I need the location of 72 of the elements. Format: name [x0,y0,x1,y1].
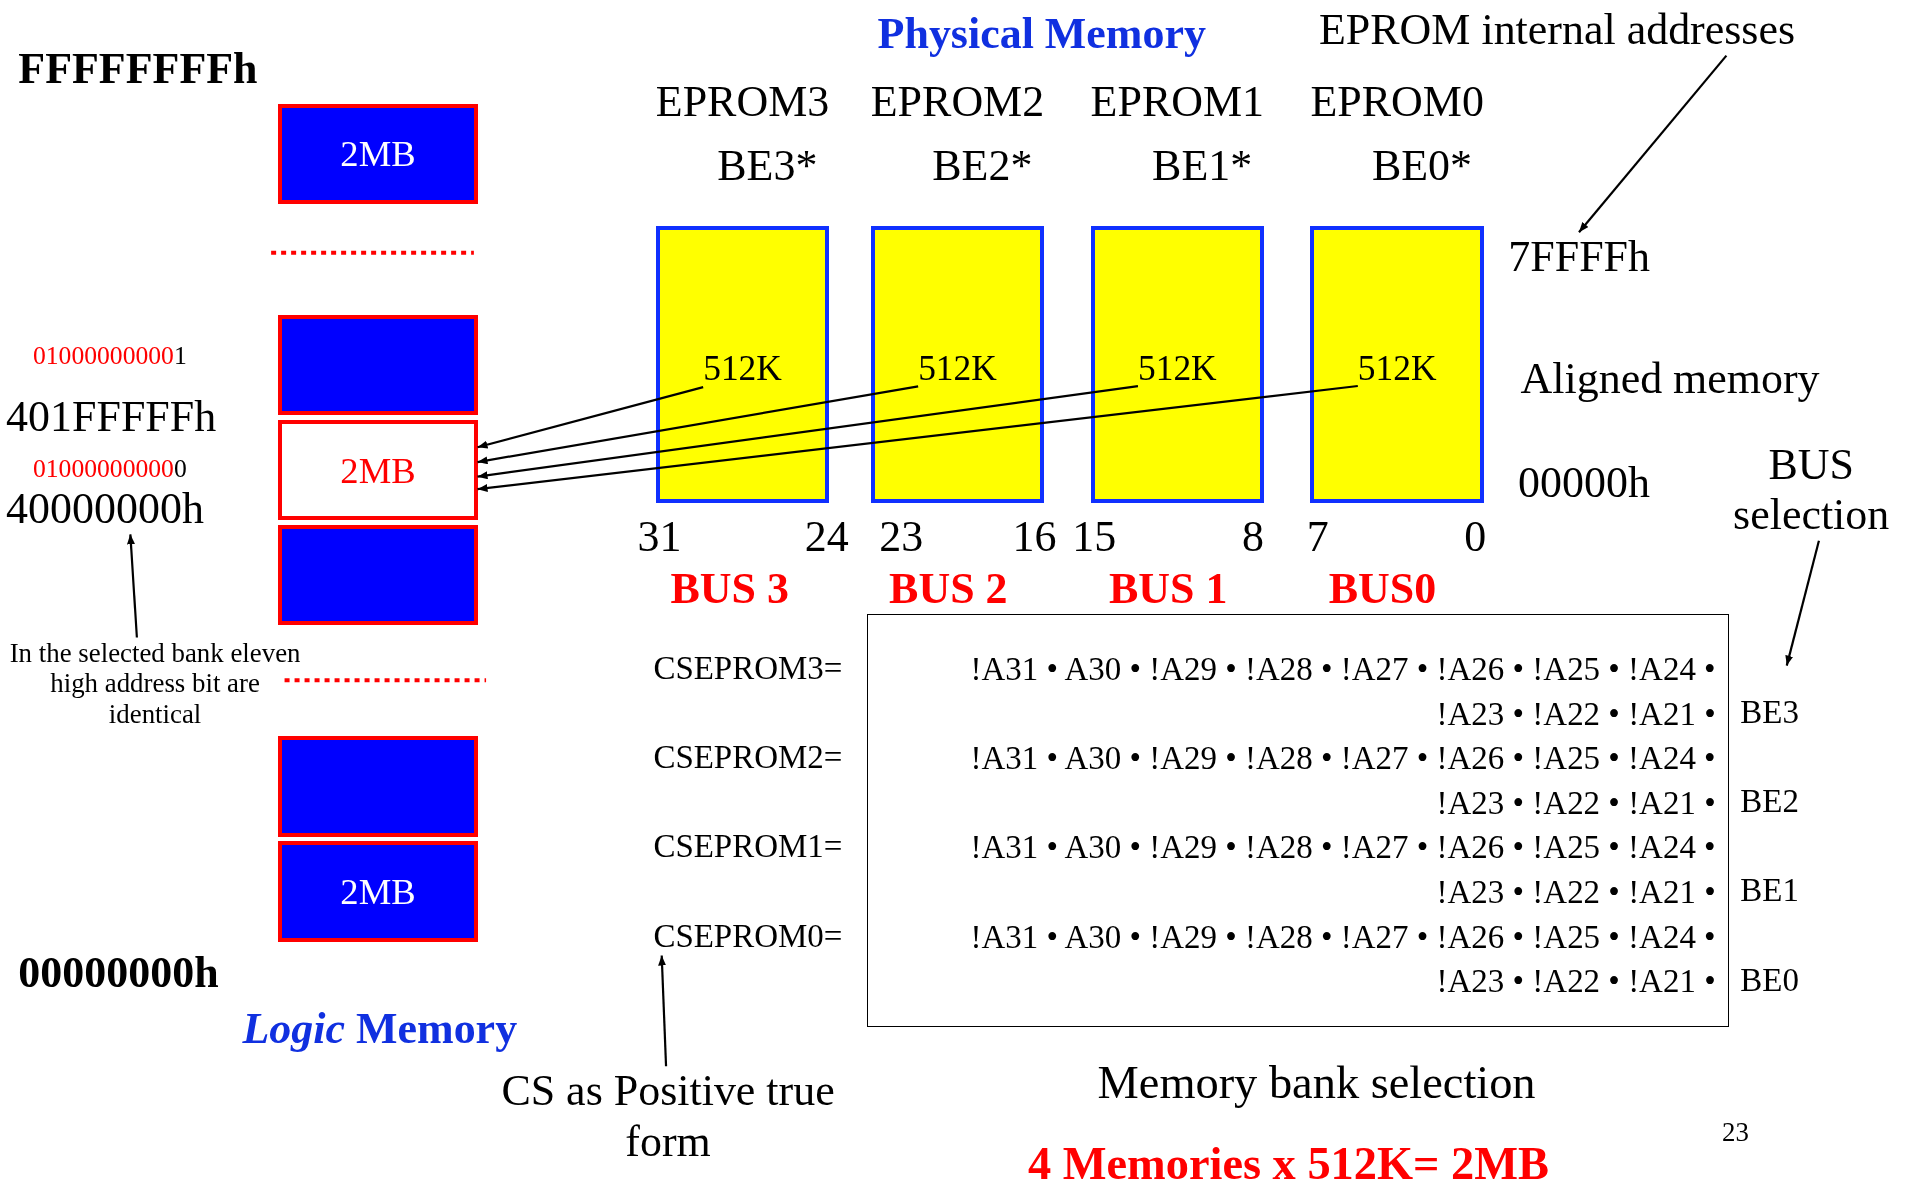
memory-bank-box [278,420,478,521]
byte-enable-label: BE0* [1371,140,1473,192]
size-label: 2MB [340,870,416,914]
arrow [1785,540,1820,666]
size-label: 512K [703,348,782,390]
address-label: 7FFFFh [1508,232,1651,283]
chip-name: EPROM2 [870,77,1045,128]
leader-line [477,385,1139,480]
memory-bank-box [278,736,478,837]
bit-number: 7 [1306,511,1329,563]
byte-enable-label: BE3 [1740,694,1799,732]
note-text: CS as Positive true form [472,1066,864,1168]
arrow [126,534,138,638]
chip-select-label: CSEPROM1= [653,828,843,867]
bit-number: 15 [1072,511,1117,563]
heading: EPROM internal addresses [1319,5,1796,56]
logic-equation: !A31 • A30 • !A29 • !A28 • !A27 • !A26 • !A25 • !A24 • !A23 • !A22 • !A21 • [969,917,1716,1002]
byte-enable-label: BE1 [1740,872,1799,911]
leader-line [477,384,1358,492]
bit-number: 24 [804,511,849,563]
leader-line [477,385,919,465]
bit-number: 16 [1012,511,1057,563]
note-text: BUS selection [1707,439,1915,541]
address-bits: 010000000000 [32,454,187,484]
memory-bank-box [278,841,478,942]
chip-select-label: CSEPROM0= [653,917,843,956]
byte-enable-label: BE1* [1152,140,1253,192]
bus-label: BUS 2 [889,564,1008,615]
arrow [1578,54,1728,233]
chip-select-label: CSEPROM3= [653,650,843,689]
address-label: 40000000h [6,483,204,535]
arrow [658,955,668,1067]
chip-select-label: CSEPROM2= [653,739,843,778]
page-number: 23 [1722,1116,1749,1148]
byte-enable-label: BE2* [932,140,1033,192]
memory-bank-box [278,315,478,416]
note-text: In the selected bank eleven high address bit are identical [2,637,308,731]
memory-bank-box [278,525,478,626]
bit-number: 0 [1464,511,1487,563]
note-text: Aligned memory [1520,354,1820,405]
address-label: 00000000h [18,947,219,999]
size-label: 512K [918,348,997,390]
address-label: 401FFFFFh [6,392,217,443]
logic-equation: !A31 • A30 • !A29 • !A28 • !A27 • !A26 • !A25 • !A24 • !A23 • !A22 • !A21 • [969,739,1716,823]
address-bits: 010000000001 [32,340,187,370]
byte-enable-label: BE2 [1740,783,1799,822]
address-label: 00000h [1518,458,1650,509]
address-label: FFFFFFFFh [18,44,258,95]
caption: Memory bank selection [1097,1056,1536,1110]
size-label: 512K [1137,348,1217,390]
size-label: 2MB [340,132,416,176]
chip-name: EPROM0 [1310,77,1484,128]
size-label: 512K [1357,348,1437,390]
logic-equation: !A31 • A30 • !A29 • !A28 • !A27 • !A26 • !A25 • !A24 • !A23 • !A22 • !A21 • [969,650,1716,734]
bus-label: BUS0 [1328,564,1437,615]
byte-enable-label: BE3* [717,140,818,192]
leader-line [477,386,704,449]
chip-name: EPROM1 [1090,77,1264,128]
bus-label: BUS 3 [670,564,789,615]
formula-box [867,614,1730,1028]
bus-label: BUS 1 [1108,564,1228,615]
bit-number: 23 [879,511,924,563]
byte-enable-label: BE0 [1740,961,1799,1000]
bit-number: 8 [1242,511,1265,563]
bit-number: 31 [637,511,682,563]
chip-name: EPROM3 [655,77,830,128]
heading: Physical Memory [877,8,1206,60]
caption: 4 Memories x 512K= 2MB [1027,1136,1550,1185]
size-label: 2MB [340,448,416,492]
memory-bank-box [278,103,478,204]
heading: Logic Memory [242,1004,518,1055]
logic-equation: !A31 • A30 • !A29 • !A28 • !A27 • !A26 • !A25 • !A24 • !A23 • !A22 • !A21 • [969,828,1716,912]
